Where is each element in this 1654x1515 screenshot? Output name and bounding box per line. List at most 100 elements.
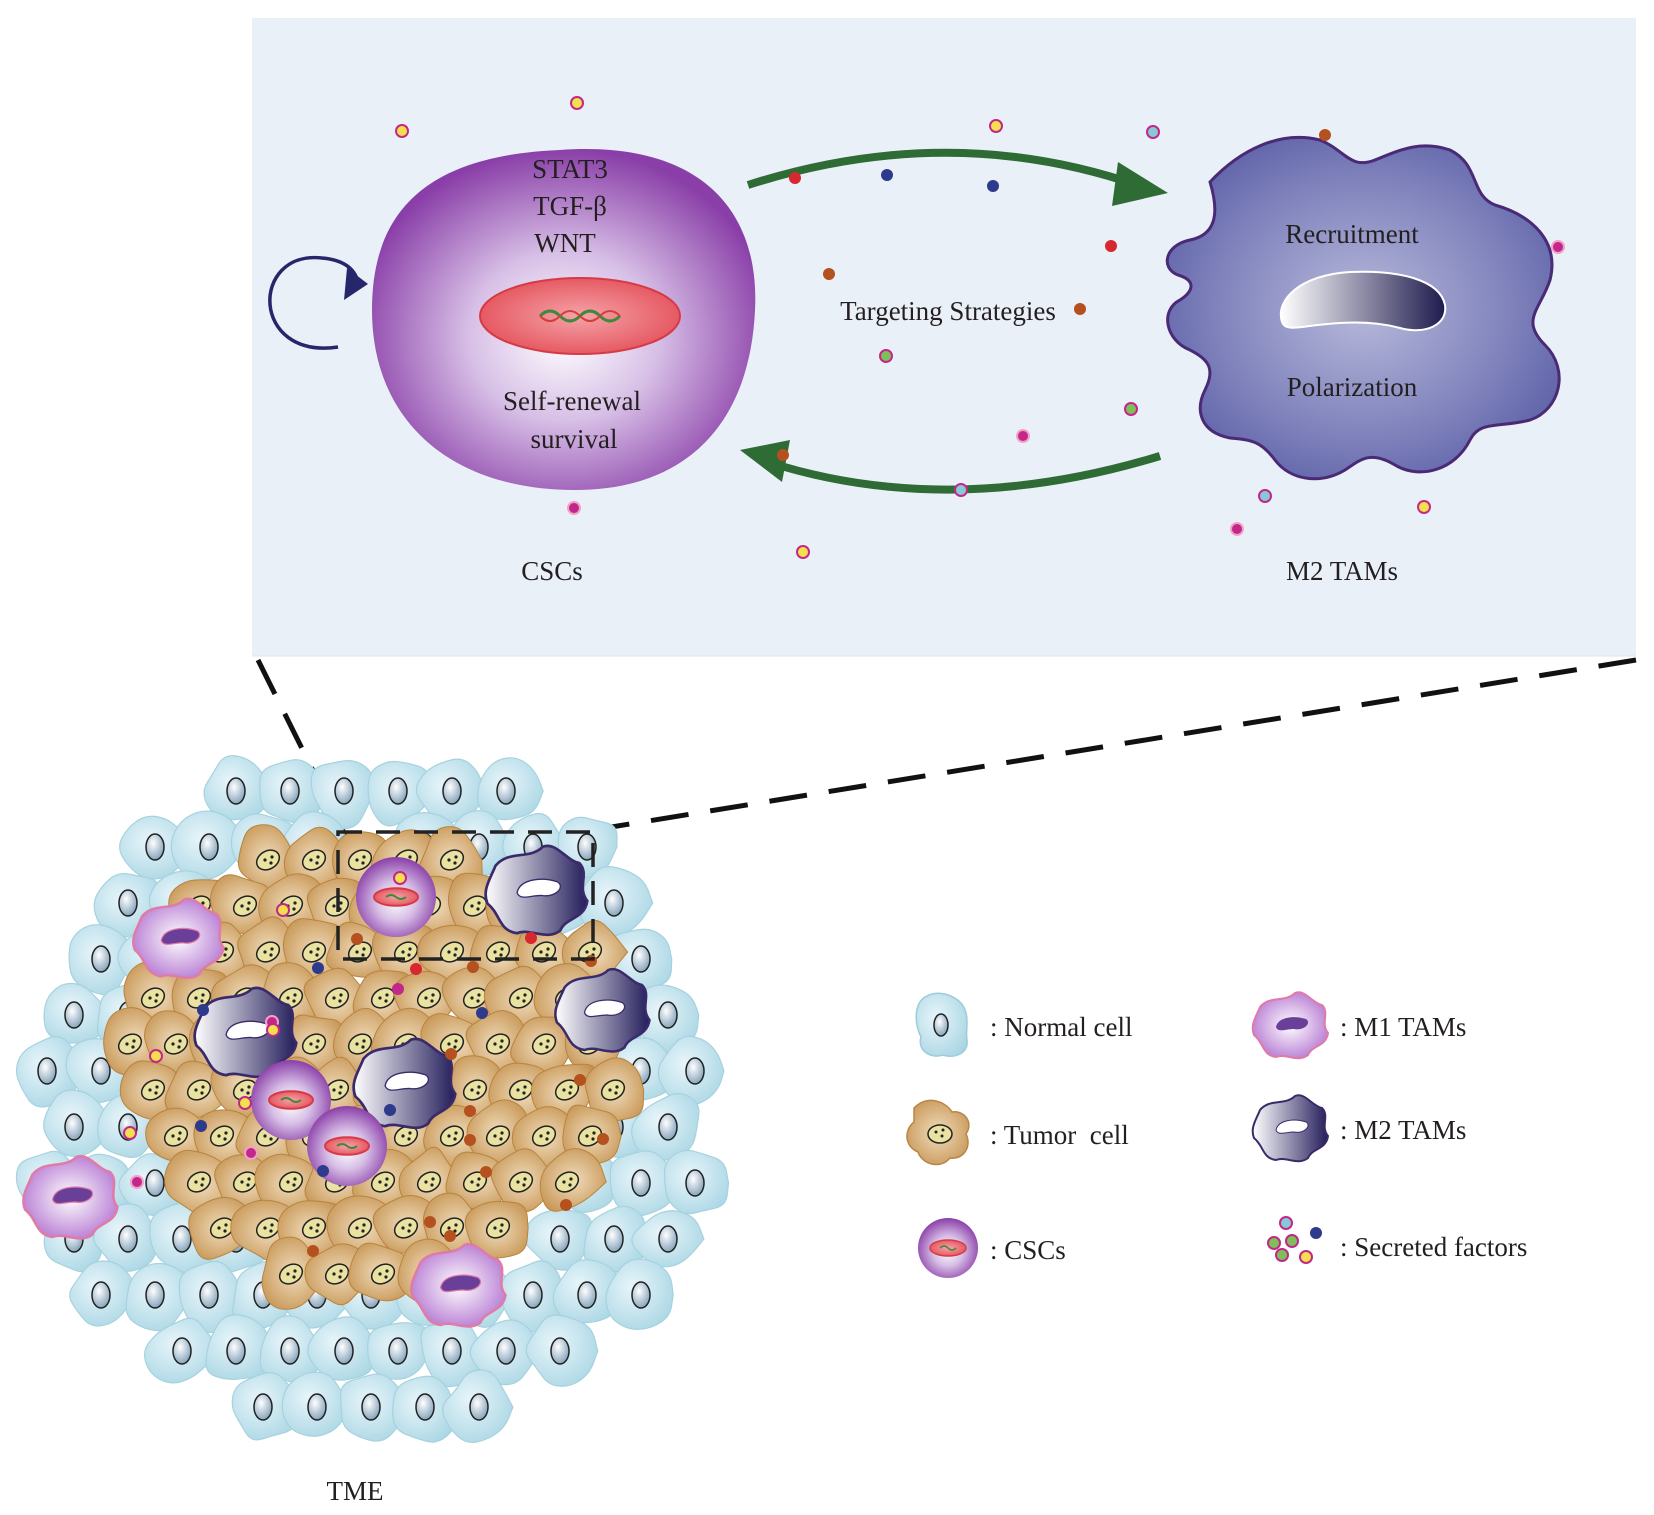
factor-dot: [989, 119, 1003, 133]
factor-dot: [238, 1096, 252, 1110]
normal-cell: [178, 1260, 245, 1334]
normal-cell: [231, 1372, 300, 1441]
factor-dot: [560, 1199, 572, 1211]
csc-caption: CSCs: [521, 556, 583, 586]
recruitment-label: Recruitment: [1285, 219, 1419, 249]
factor-dot: [276, 903, 290, 917]
factor-dot: [307, 1245, 319, 1257]
normal-cell: [367, 1322, 431, 1380]
csc-pathway-stat3: STAT3: [532, 154, 608, 184]
tumor-cell-icon: [906, 1099, 970, 1166]
m1-tam: [132, 897, 225, 979]
factor-dot: [266, 1023, 280, 1037]
polarization-label: Polarization: [1287, 372, 1418, 402]
normal-cell: [605, 1258, 674, 1330]
normal-cell: [442, 1369, 514, 1444]
factor-dot: [197, 1004, 209, 1016]
factor-dot: [570, 96, 584, 110]
tumor-cell: [584, 1057, 645, 1124]
normal-cell: [522, 1208, 594, 1271]
csc-icon: [918, 1218, 978, 1278]
normal-cell: [631, 1210, 705, 1268]
factor-dot: [1258, 489, 1272, 503]
factor-dot: [445, 1048, 457, 1060]
normal-cell: [281, 1371, 350, 1437]
zoom-region-box: [336, 830, 595, 961]
factor-dot: [574, 1074, 586, 1086]
normal-cell: [339, 1373, 411, 1442]
normal-cell: [609, 1150, 681, 1217]
m2-tam: [352, 1037, 457, 1130]
normal-cell: [259, 1315, 325, 1384]
legend-m1-tams-label: : M1 TAMs: [1340, 1012, 1466, 1042]
normal-cell: [43, 1089, 114, 1158]
tme-caption: TME: [327, 1476, 384, 1506]
factor-dot: [467, 961, 479, 973]
factor-dot: [1105, 240, 1117, 252]
factor-dot: [585, 955, 597, 967]
factor-dot: [1551, 240, 1565, 254]
factor-dot: [1016, 429, 1030, 443]
zoom-panel: STAT3 TGF-β WNT Self-renewal survival CS…: [252, 18, 1636, 656]
csc-cell: [251, 1060, 331, 1140]
self-renewal-loop-arrow: [268, 256, 368, 350]
arrow-csc-to-m2: [746, 148, 1168, 206]
dna-icon: [538, 309, 622, 323]
normal-cell: [69, 1260, 138, 1327]
normal-cell: [576, 866, 654, 938]
factor-dot: [879, 349, 893, 363]
normal-cell-icon: [915, 992, 968, 1057]
factor-dot: [424, 1216, 436, 1228]
factor-dot: [777, 449, 789, 461]
normal-cell: [310, 760, 375, 830]
factor-dot: [597, 1133, 609, 1145]
normal-cell: [631, 1092, 700, 1161]
targeting-strategies-label: Targeting Strategies: [840, 296, 1056, 326]
m1-tam-icon: [1251, 991, 1330, 1060]
factor-dot: [525, 932, 537, 944]
factor-dot: [881, 169, 893, 181]
normal-cell: [125, 1262, 196, 1332]
factor-dot: [789, 172, 801, 184]
tumor-cell: [510, 1016, 574, 1076]
legend-m2-tams-label: : M2 TAMs: [1340, 1115, 1466, 1145]
normal-cell: [144, 1317, 223, 1384]
factor-dot: [796, 545, 810, 559]
factor-dot: [395, 124, 409, 138]
factor-dot: [392, 983, 404, 995]
factor-dot: [123, 1126, 137, 1140]
factor-dot: [410, 963, 422, 975]
tumor-cell: [490, 1148, 555, 1213]
factor-dot: [464, 1134, 476, 1146]
normal-cell: [657, 1035, 725, 1107]
factor-dot: [1417, 500, 1431, 514]
tme-cluster: [15, 755, 730, 1444]
factor-dot: [954, 483, 968, 497]
factor-dot: [1074, 303, 1086, 315]
factor-dot: [130, 1175, 144, 1189]
csc-function-survival: survival: [531, 424, 618, 454]
tme-overlay-cells: [22, 844, 651, 1328]
normal-cell: [477, 757, 544, 821]
factor-dot: [312, 962, 324, 974]
m2-tams-caption: M2 TAMs: [1286, 556, 1398, 586]
normal-cell: [415, 758, 485, 826]
legend-secreted-factors-label: : Secreted factors: [1340, 1232, 1527, 1262]
csc-pathway-tgf-beta: TGF-β: [533, 191, 607, 221]
legend-tumor-cell-label: : Tumor cell: [990, 1120, 1129, 1150]
normal-cell: [663, 1149, 730, 1215]
normal-cell: [630, 984, 700, 1053]
zoom-line-left: [255, 658, 348, 837]
normal-cell: [392, 1375, 456, 1443]
csc-cell: [356, 857, 436, 937]
normal-cell: [469, 1319, 540, 1386]
factor-dot: [384, 1104, 396, 1116]
factor-dot: [476, 1007, 488, 1019]
m2-tam: [554, 967, 651, 1053]
factor-dot: [567, 501, 581, 515]
normal-cell: [170, 810, 247, 882]
normal-cell: [525, 1314, 599, 1387]
legend-cscs-label: : CSCs: [990, 1235, 1066, 1265]
factor-dot: [393, 871, 407, 885]
